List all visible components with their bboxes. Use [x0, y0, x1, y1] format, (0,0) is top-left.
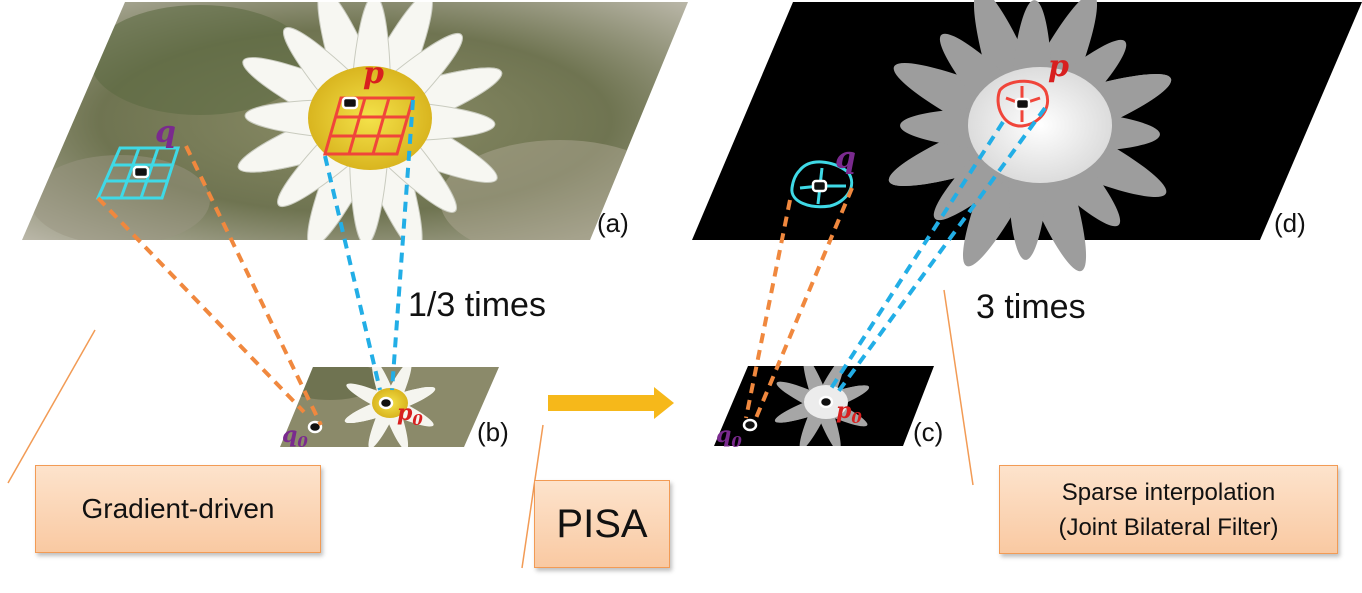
callout-gradient-driven: Gradient-driven	[35, 465, 321, 553]
pixel-marker-q0-c	[742, 418, 758, 432]
callout-sparse-line2: (Joint Bilateral Filter)	[1058, 513, 1279, 541]
grid-q-cyan	[95, 146, 181, 200]
downsample-label: 1/3 times	[408, 286, 546, 324]
callout-leaders	[7, 289, 974, 569]
panel-label-b: (b)	[477, 417, 509, 447]
point-label-q0: q0	[282, 422, 308, 451]
point-label-p0-c: p0	[836, 398, 862, 427]
point-label-q-d: q	[835, 141, 856, 176]
pixel-marker-p	[341, 96, 359, 110]
callout-gradient-text: Gradient-driven	[81, 493, 275, 524]
pixel-marker-q-d	[811, 179, 828, 193]
panel-label-d: (d)	[1274, 208, 1306, 238]
panel-label-c: (c)	[913, 417, 943, 447]
point-label-q0-c: q0	[716, 422, 742, 451]
panel-a-image	[22, 2, 688, 240]
pixel-marker-p-d	[1014, 97, 1031, 111]
callout-pisa: PISA	[534, 480, 670, 568]
callout-sparse-line1: Sparse interpolation	[1061, 478, 1276, 506]
pixel-marker-p0-c	[818, 395, 834, 409]
projection-lines-a-b	[96, 99, 415, 426]
point-label-q: q	[155, 115, 176, 150]
panel-label-a: (a)	[597, 208, 629, 238]
grid-p-red	[323, 96, 415, 156]
point-label-p-d: p	[1048, 49, 1069, 84]
point-label-p: p	[363, 56, 384, 91]
callout-pisa-text: PISA	[556, 501, 648, 546]
daisy-center-d	[968, 67, 1112, 183]
projection-lines-c-d	[744, 106, 1047, 419]
point-label-p0: p0	[397, 400, 423, 429]
pixel-marker-q	[132, 165, 150, 179]
panel-d-image	[692, 0, 1362, 272]
pixel-marker-q0	[307, 420, 323, 434]
callout-sparse-interpolation: Sparse interpolation (Joint Bilateral Fi…	[999, 465, 1338, 554]
pixel-marker-p0	[378, 396, 394, 410]
pisa-arrow	[548, 387, 674, 419]
upsample-label: 3 times	[976, 288, 1086, 326]
